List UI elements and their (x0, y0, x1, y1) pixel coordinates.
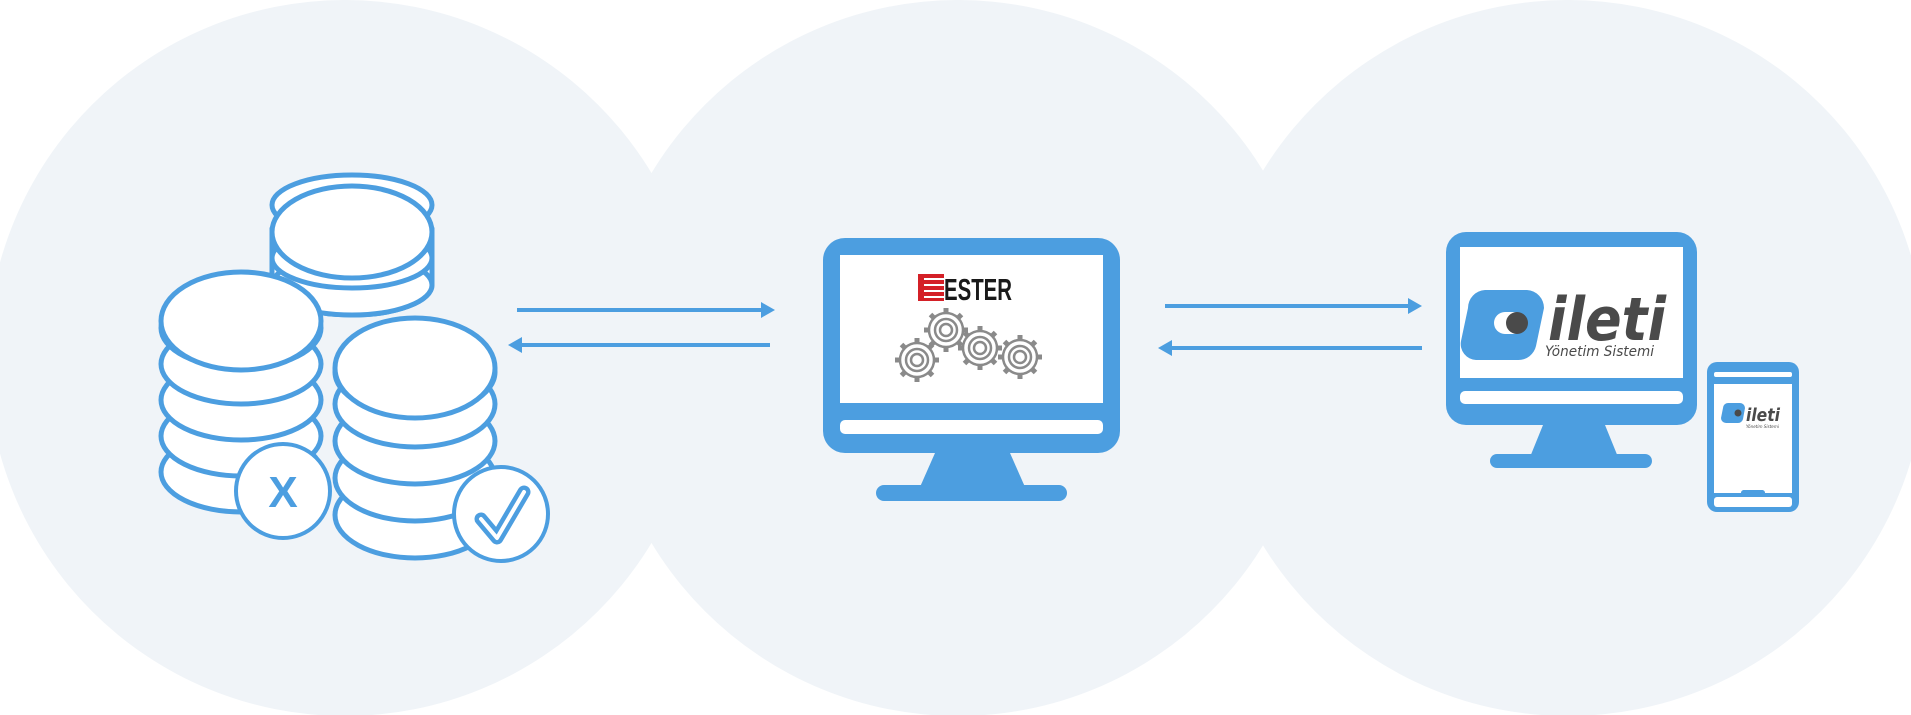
monitor-chin (840, 420, 1103, 434)
arrow-right-1 (517, 302, 775, 318)
arrow-left-1 (508, 337, 770, 353)
monitor-base (876, 485, 1067, 501)
gears-icon (895, 308, 1042, 382)
monitor-chin (1460, 391, 1683, 404)
ester-monitor: ESTER (823, 238, 1120, 501)
phone-bottom-bar (1714, 497, 1792, 507)
monitor-stand (920, 453, 1025, 487)
ileti-logo-subtitle: Yönetim Sistemi (1545, 344, 1654, 360)
ileti-monitor: ileti Yönetim Sistemi (1446, 232, 1697, 468)
database-stack-back (269, 172, 435, 318)
monitor-base (1490, 454, 1652, 468)
ester-logo: ESTER (918, 272, 1012, 307)
reject-badge-label: X (268, 468, 297, 517)
phone-ileti-logo-text: ileti (1746, 405, 1781, 426)
monitor-screen (840, 255, 1103, 403)
ileti-logo: ileti Yönetim Sistemi (1460, 285, 1667, 361)
phone-top-bar (1714, 372, 1792, 377)
phone-ileti-logo-mark (1721, 403, 1745, 424)
reject-badge: X (234, 442, 332, 540)
phone-ileti-logo: ileti Yönetim Sistemi (1721, 403, 1781, 430)
phone-ileti-logo-subtitle: Yönetim Sistemi (1746, 424, 1780, 430)
arrow-left-2 (1158, 340, 1422, 356)
phone: ileti Yönetim Sistemi (1707, 362, 1799, 512)
ester-logo-mark (918, 274, 944, 301)
monitor-stand (1530, 425, 1618, 457)
phone-screen (1714, 384, 1792, 493)
arrows-ester-to-ileti (1158, 298, 1422, 356)
ileti-logo-text: ileti (1548, 285, 1667, 355)
arrow-right-2 (1165, 298, 1422, 314)
accept-badge (452, 465, 550, 563)
arrows-db-to-ester (508, 302, 775, 353)
ester-logo-text: ESTER (944, 272, 1012, 307)
